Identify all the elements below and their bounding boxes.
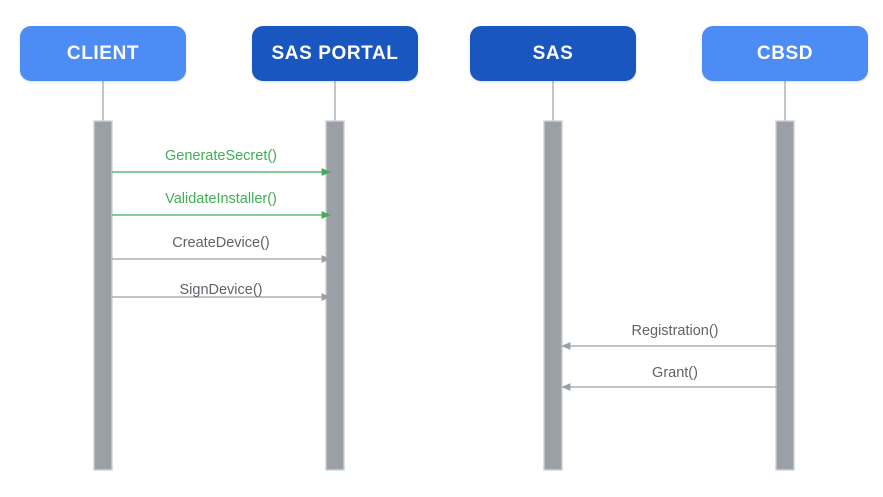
- activation-bar-sas-portal: [325, 120, 345, 471]
- message-label-grant: Grant(): [652, 365, 698, 381]
- message-label-registration: Registration(): [631, 323, 719, 339]
- actor-label-sas: SAS: [532, 42, 574, 64]
- activation-bars-group: [93, 120, 795, 471]
- actor-label-sas-portal: SAS PORTAL: [271, 42, 399, 64]
- activation-bar-cbsd: [775, 120, 795, 471]
- message-label-sign-device: SignDevice(): [179, 282, 263, 298]
- actor-box-client[interactable]: CLIENT: [20, 26, 186, 81]
- actor-label-client: CLIENT: [66, 42, 140, 64]
- actor-label-cbsd: CBSD: [756, 42, 814, 64]
- message-label-validate-installer: ValidateInstaller(): [165, 191, 277, 207]
- message-label-generate-secret: GenerateSecret(): [164, 148, 278, 164]
- message-label-create-device: CreateDevice(): [172, 235, 270, 251]
- actor-box-cbsd[interactable]: CBSD: [702, 26, 868, 81]
- activation-bar-sas: [543, 120, 563, 471]
- lifelines-group: [102, 81, 786, 123]
- activation-bar-client: [93, 120, 113, 471]
- actor-box-sas-portal[interactable]: SAS PORTAL: [252, 26, 418, 81]
- actor-box-sas[interactable]: SAS: [470, 26, 636, 81]
- message-arrows-group: [112, 168, 777, 391]
